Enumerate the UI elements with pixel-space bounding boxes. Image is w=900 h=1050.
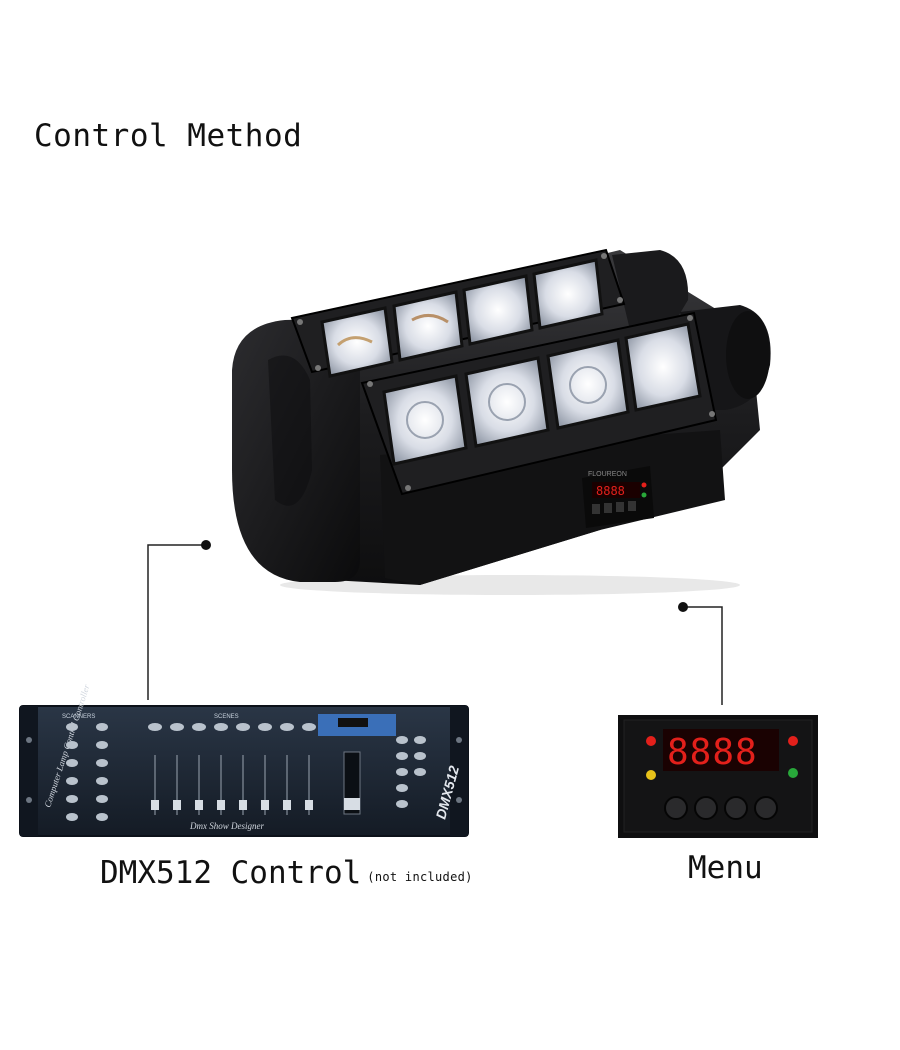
menu-display-digits: 8888 <box>667 732 758 773</box>
menu-buttons <box>664 796 778 820</box>
channel-faders <box>151 755 313 815</box>
scanners-label: SCANNERS <box>62 714 95 720</box>
dmx512-console: Computer Lamp Control Controller SCANNER… <box>19 683 469 837</box>
spider-light-fixture: 8888 FLOUREON <box>232 248 771 595</box>
scenes-label: SCENES <box>214 714 239 720</box>
menu-caption: Menu <box>688 850 763 886</box>
frame-screws <box>297 253 715 491</box>
dmx-caption-note: (not included) <box>367 870 473 884</box>
console-bottom-label: Dmx Show Designer <box>189 821 264 831</box>
top-lens-row <box>320 258 604 378</box>
menu-led-red-left <box>646 736 656 746</box>
page-title: Control Method <box>34 118 303 154</box>
dmx-connector-dot <box>201 540 211 550</box>
console-right-buttons <box>396 736 426 808</box>
menu-display-window <box>663 729 779 771</box>
menu-led-red-right <box>788 736 798 746</box>
fixture-control-panel: 8888 FLOUREON <box>582 466 654 528</box>
dmx-connector-line <box>147 544 206 700</box>
dmx-caption-text: DMX512 Control <box>100 855 362 891</box>
menu-led-yellow <box>646 770 656 780</box>
dmx-caption: DMX512 Control (not included) <box>100 855 473 891</box>
menu-connector-dot <box>678 602 688 612</box>
front-lens-row <box>382 322 702 466</box>
fixture-display: 8888 <box>596 484 625 498</box>
scene-buttons <box>148 723 316 731</box>
scanner-buttons <box>66 723 108 821</box>
menu-panel: 8888 <box>618 715 818 838</box>
brand-label: FLOUREON <box>588 471 627 478</box>
menu-connector-line <box>683 606 723 705</box>
menu-led-green <box>788 768 798 778</box>
